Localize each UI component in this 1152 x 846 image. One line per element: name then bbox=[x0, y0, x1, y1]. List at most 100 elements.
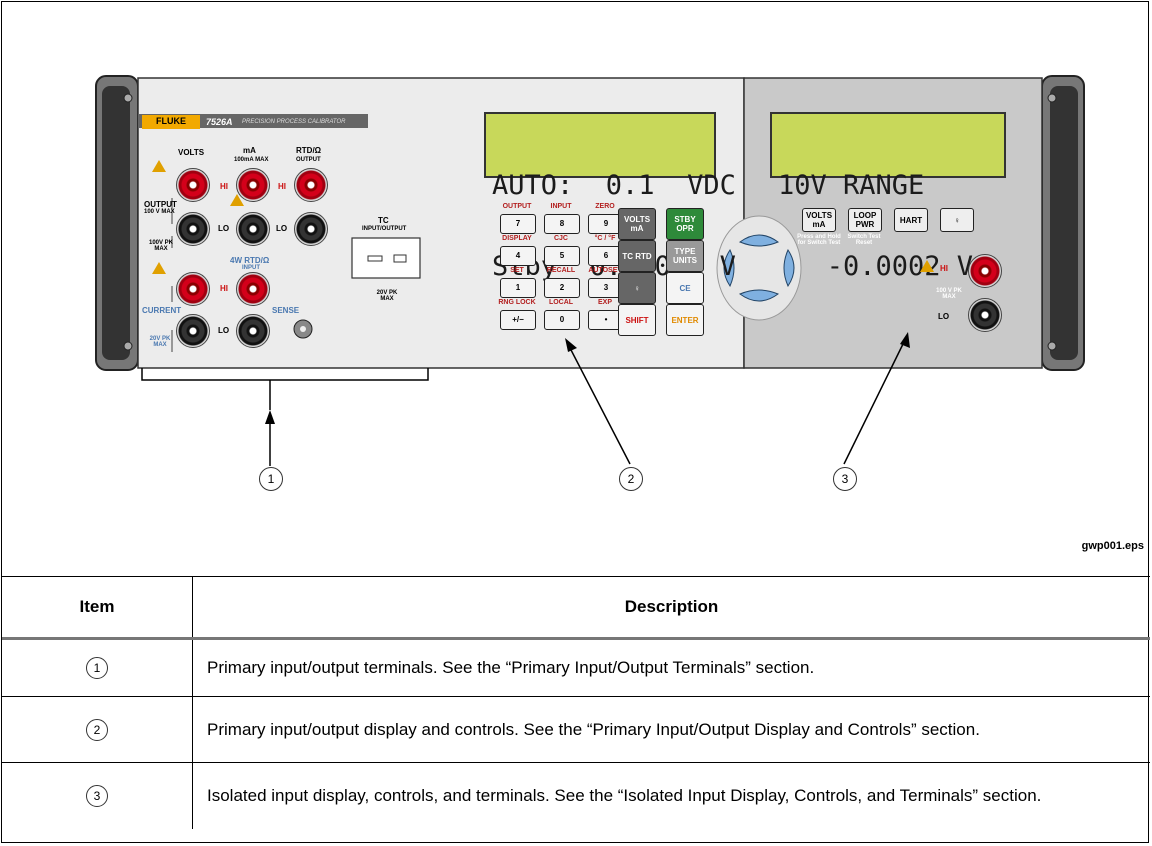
brand-logo: FLUKE bbox=[142, 115, 200, 129]
description-table: Item Description 1 Primary input/output … bbox=[2, 576, 1150, 829]
item-cell: 2 bbox=[2, 696, 193, 763]
keypad-key[interactable]: 9 bbox=[588, 214, 624, 234]
hi-label: HI bbox=[278, 182, 286, 191]
output-label: OUTPUT bbox=[144, 200, 177, 209]
keypad-key-label: DISPLAY bbox=[502, 235, 532, 242]
volts-lo-terminal[interactable] bbox=[176, 212, 210, 246]
model-number: 7526A bbox=[206, 117, 233, 127]
keypad-key-label: RNG LOCK bbox=[498, 299, 536, 306]
pk20-label: 20V PK MAX bbox=[149, 336, 171, 348]
loop-pwr-key[interactable]: LOOP PWR bbox=[848, 208, 882, 232]
lo-label: LO bbox=[218, 224, 230, 233]
keypad-key-label: ZERO bbox=[595, 203, 615, 210]
sense-lo-terminal[interactable] bbox=[236, 314, 270, 348]
hi-label: HI bbox=[220, 284, 228, 293]
isolated-display-line2: -0.0002 V bbox=[778, 251, 974, 282]
isolated-pk-label: 100 V PK MAX bbox=[936, 288, 962, 300]
ground-icon: ♀ bbox=[954, 215, 960, 225]
ce-key[interactable]: CE bbox=[666, 272, 704, 304]
rtd-hi-terminal[interactable] bbox=[294, 168, 328, 202]
tc-rtd-key[interactable]: TC RTD bbox=[618, 240, 656, 272]
volts-label: VOLTS bbox=[178, 148, 205, 157]
keypad-key[interactable]: 5 bbox=[544, 246, 580, 266]
enter-key[interactable]: ENTER bbox=[666, 304, 704, 336]
lo-label: LO bbox=[276, 224, 288, 233]
current-hi-terminal[interactable] bbox=[176, 272, 210, 306]
item-header: Item bbox=[2, 576, 193, 640]
tc-socket bbox=[351, 237, 421, 279]
terminals-bracket bbox=[141, 368, 429, 410]
isolated-hi-terminal[interactable] bbox=[968, 254, 1002, 288]
rtd-label: RTD/Ω bbox=[296, 146, 322, 155]
warning-icon bbox=[152, 262, 166, 274]
warning-icon bbox=[152, 160, 166, 172]
keypad-key[interactable]: 4 bbox=[500, 246, 536, 266]
description-cell: Isolated input display, controls, and te… bbox=[192, 762, 1150, 829]
keypad-key[interactable]: 2 bbox=[544, 278, 580, 298]
reset-note: Switch Test Reset bbox=[847, 234, 881, 246]
keypad-key-label: EXP bbox=[597, 299, 612, 306]
keypad-key[interactable]: 8 bbox=[544, 214, 580, 234]
tc-label: TC bbox=[378, 216, 389, 225]
rtd-lo-terminal[interactable] bbox=[294, 212, 328, 246]
description-cell: Primary input/output display and control… bbox=[192, 696, 1150, 763]
pk-max-label: 100V PK MAX bbox=[148, 240, 173, 252]
keypad-key[interactable]: 0 bbox=[544, 310, 580, 330]
navigation-pad bbox=[716, 215, 802, 321]
table-row: 1 Primary input/output terminals. See th… bbox=[2, 638, 1150, 697]
sense-hi-terminal[interactable] bbox=[236, 272, 270, 306]
hart-key[interactable]: HART bbox=[894, 208, 928, 232]
shift-key[interactable]: SHIFT bbox=[618, 304, 656, 336]
keypad-key[interactable]: 1 bbox=[500, 278, 536, 298]
isolated-lo-label: LO bbox=[938, 312, 950, 321]
sense-label: SENSE bbox=[272, 306, 300, 315]
isolated-volts-ma-key[interactable]: VOLTS mA bbox=[802, 208, 836, 232]
description-cell: Primary input/output terminals. See the … bbox=[192, 638, 1150, 697]
primary-display: AUTO: 0.1 VDC Stby 0.00000 V bbox=[484, 112, 736, 280]
keypad-key-label: CJC bbox=[553, 235, 568, 242]
rtd-output-label: OUTPUT bbox=[296, 157, 321, 163]
hold-note: Press and Hold for Switch Test bbox=[797, 234, 841, 246]
keypad-key[interactable]: 6 bbox=[588, 246, 624, 266]
item-number: 3 bbox=[86, 784, 108, 807]
keypad-key-label: SET bbox=[510, 267, 524, 274]
keypad-key[interactable]: +/− bbox=[500, 310, 536, 330]
isolated-lo-terminal[interactable] bbox=[968, 298, 1002, 332]
table-header-row: Item Description bbox=[2, 576, 1150, 640]
ma-hi-terminal[interactable] bbox=[236, 168, 270, 202]
stby-opr-key[interactable]: STBY OPR bbox=[666, 208, 704, 240]
keypad-key[interactable]: 7 bbox=[500, 214, 536, 234]
item-number: 2 bbox=[86, 718, 108, 741]
lo-label: LO bbox=[218, 326, 230, 335]
ma-max-label: 100mA MAX bbox=[234, 157, 269, 163]
isolated-display: 10V RANGE -0.0002 V bbox=[770, 112, 1006, 280]
tc-pk-label: 20V PK MAX bbox=[376, 290, 398, 302]
warning-icon bbox=[920, 260, 934, 272]
brand-name: FLUKE bbox=[156, 116, 186, 126]
item-cell: 3 bbox=[2, 762, 193, 829]
measure-key[interactable]: ♀ bbox=[618, 272, 656, 304]
keypad-key-label: °C / °F bbox=[594, 235, 616, 242]
isolated-hi-label: HI bbox=[940, 264, 948, 273]
item-cell: 1 bbox=[2, 638, 193, 697]
ma-label: mA bbox=[243, 146, 256, 155]
rtd4w-input-label: INPUT bbox=[242, 265, 260, 271]
primary-display-line1: AUTO: 0.1 VDC bbox=[492, 170, 736, 201]
rtd4w-label: 4W RTD/Ω bbox=[230, 256, 270, 265]
hi-label: HI bbox=[220, 182, 228, 191]
type-units-key[interactable]: TYPE UNITS bbox=[666, 240, 704, 272]
volts-ma-key[interactable]: VOLTS mA bbox=[618, 208, 656, 240]
volts-hi-terminal[interactable] bbox=[176, 168, 210, 202]
keypad-key-label: LOCAL bbox=[548, 299, 574, 306]
table-row: 2 Primary input/output display and contr… bbox=[2, 696, 1150, 763]
model-description: PRECISION PROCESS CALIBRATOR bbox=[242, 119, 346, 125]
tc-io-label: INPUT/OUTPUT bbox=[362, 226, 407, 232]
keypad-key-label: AUTOSET bbox=[588, 267, 622, 274]
ma-lo-terminal[interactable] bbox=[236, 212, 270, 246]
isolated-measure-key[interactable]: ♀ bbox=[940, 208, 974, 232]
current-lo-terminal[interactable] bbox=[176, 314, 210, 348]
isolated-display-line1: 10V RANGE bbox=[778, 170, 925, 201]
ground-icon: ♀ bbox=[634, 283, 640, 293]
callout-3: 3 bbox=[833, 467, 857, 491]
